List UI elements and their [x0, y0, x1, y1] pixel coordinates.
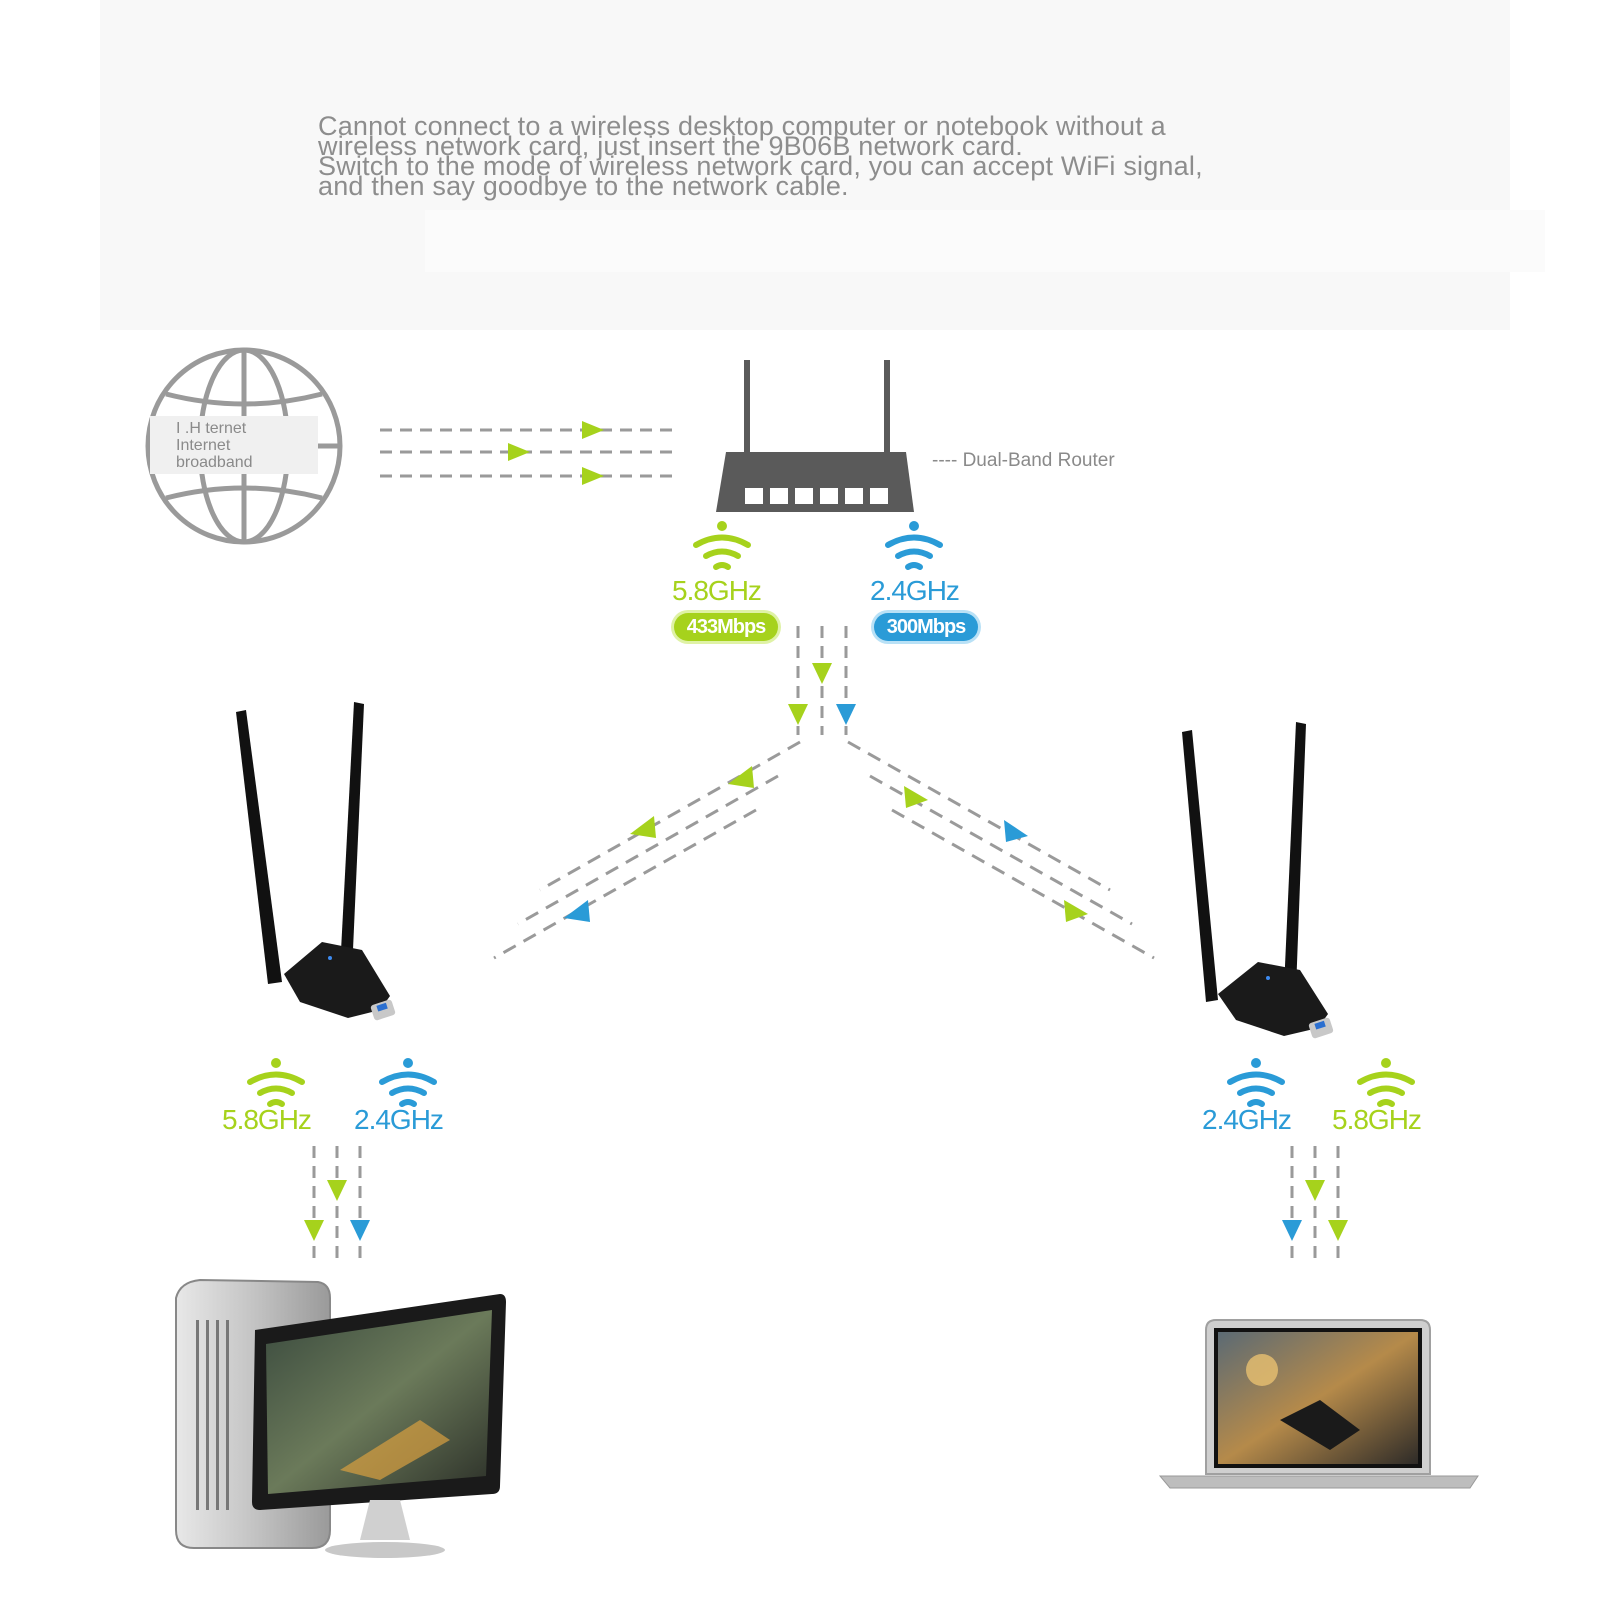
desktop-computer-icon — [175, 1278, 506, 1558]
left-adapter-freq-b: 2.4GHz — [354, 1104, 444, 1135]
internet-arrow-heads — [508, 421, 604, 485]
right-adapter-freq-b: 5.8GHz — [1332, 1104, 1422, 1135]
usb-adapter-icon-right — [1182, 722, 1334, 1039]
router-speed-433: 433Mbps — [674, 613, 778, 641]
laptop-icon — [1158, 1319, 1479, 1489]
intro-line-2: wireless network card, just insert the 9… — [318, 131, 1023, 161]
wifi-icon-router-green — [693, 521, 751, 570]
wifi-icon-left-blue — [379, 1058, 437, 1107]
right-down-arrow-heads — [1282, 1180, 1348, 1241]
intro-line-3: Switch to the mode of wireless network c… — [318, 151, 1203, 181]
right-adapter-freq-a: 2.4GHz — [1202, 1104, 1292, 1135]
globe-label: I .H ternet Internet broadband — [150, 416, 318, 474]
router-to-right-adapter-arrows — [847, 740, 1155, 960]
globe-label-line-2: Internet — [176, 437, 231, 454]
left-adapter-down-arrows — [312, 1146, 362, 1262]
usb-adapter-icon-left — [236, 702, 396, 1021]
router-label: ---- Dual-Band Router — [932, 450, 1115, 471]
globe-label-line-3: broadband — [176, 454, 253, 471]
wifi-icon-right-blue — [1227, 1058, 1285, 1107]
router-down-arrow-heads — [788, 663, 856, 725]
internet-to-router-arrows — [380, 428, 680, 478]
right-adapter-down-arrows — [1290, 1146, 1340, 1262]
left-down-arrow-heads — [304, 1180, 370, 1241]
wifi-icon-router-blue — [885, 521, 943, 570]
router-icon — [716, 360, 914, 512]
intro-line-1: Cannot connect to a wireless desktop com… — [318, 111, 1166, 141]
router-freq-2-4: 2.4GHz — [870, 575, 960, 606]
router-speed-300: 300Mbps — [874, 613, 978, 641]
right-diagonal-arrow-heads — [904, 786, 1088, 922]
intro-panel — [100, 0, 1545, 330]
left-adapter-freq-a: 5.8GHz — [222, 1104, 312, 1135]
router-freq-5-8: 5.8GHz — [672, 575, 762, 606]
globe-label-line-1: I .H ternet — [176, 420, 247, 437]
left-diagonal-arrow-heads — [564, 766, 754, 922]
intro-text: Cannot connect to a wireless desktop com… — [318, 111, 1318, 201]
wifi-icon-left-green — [247, 1058, 305, 1107]
intro-line-4: and then say goodbye to the network cabl… — [318, 171, 849, 201]
intro-panel-inner — [425, 210, 1545, 272]
router-to-left-adapter-arrows — [493, 740, 801, 960]
wifi-icon-right-green — [1357, 1058, 1415, 1107]
